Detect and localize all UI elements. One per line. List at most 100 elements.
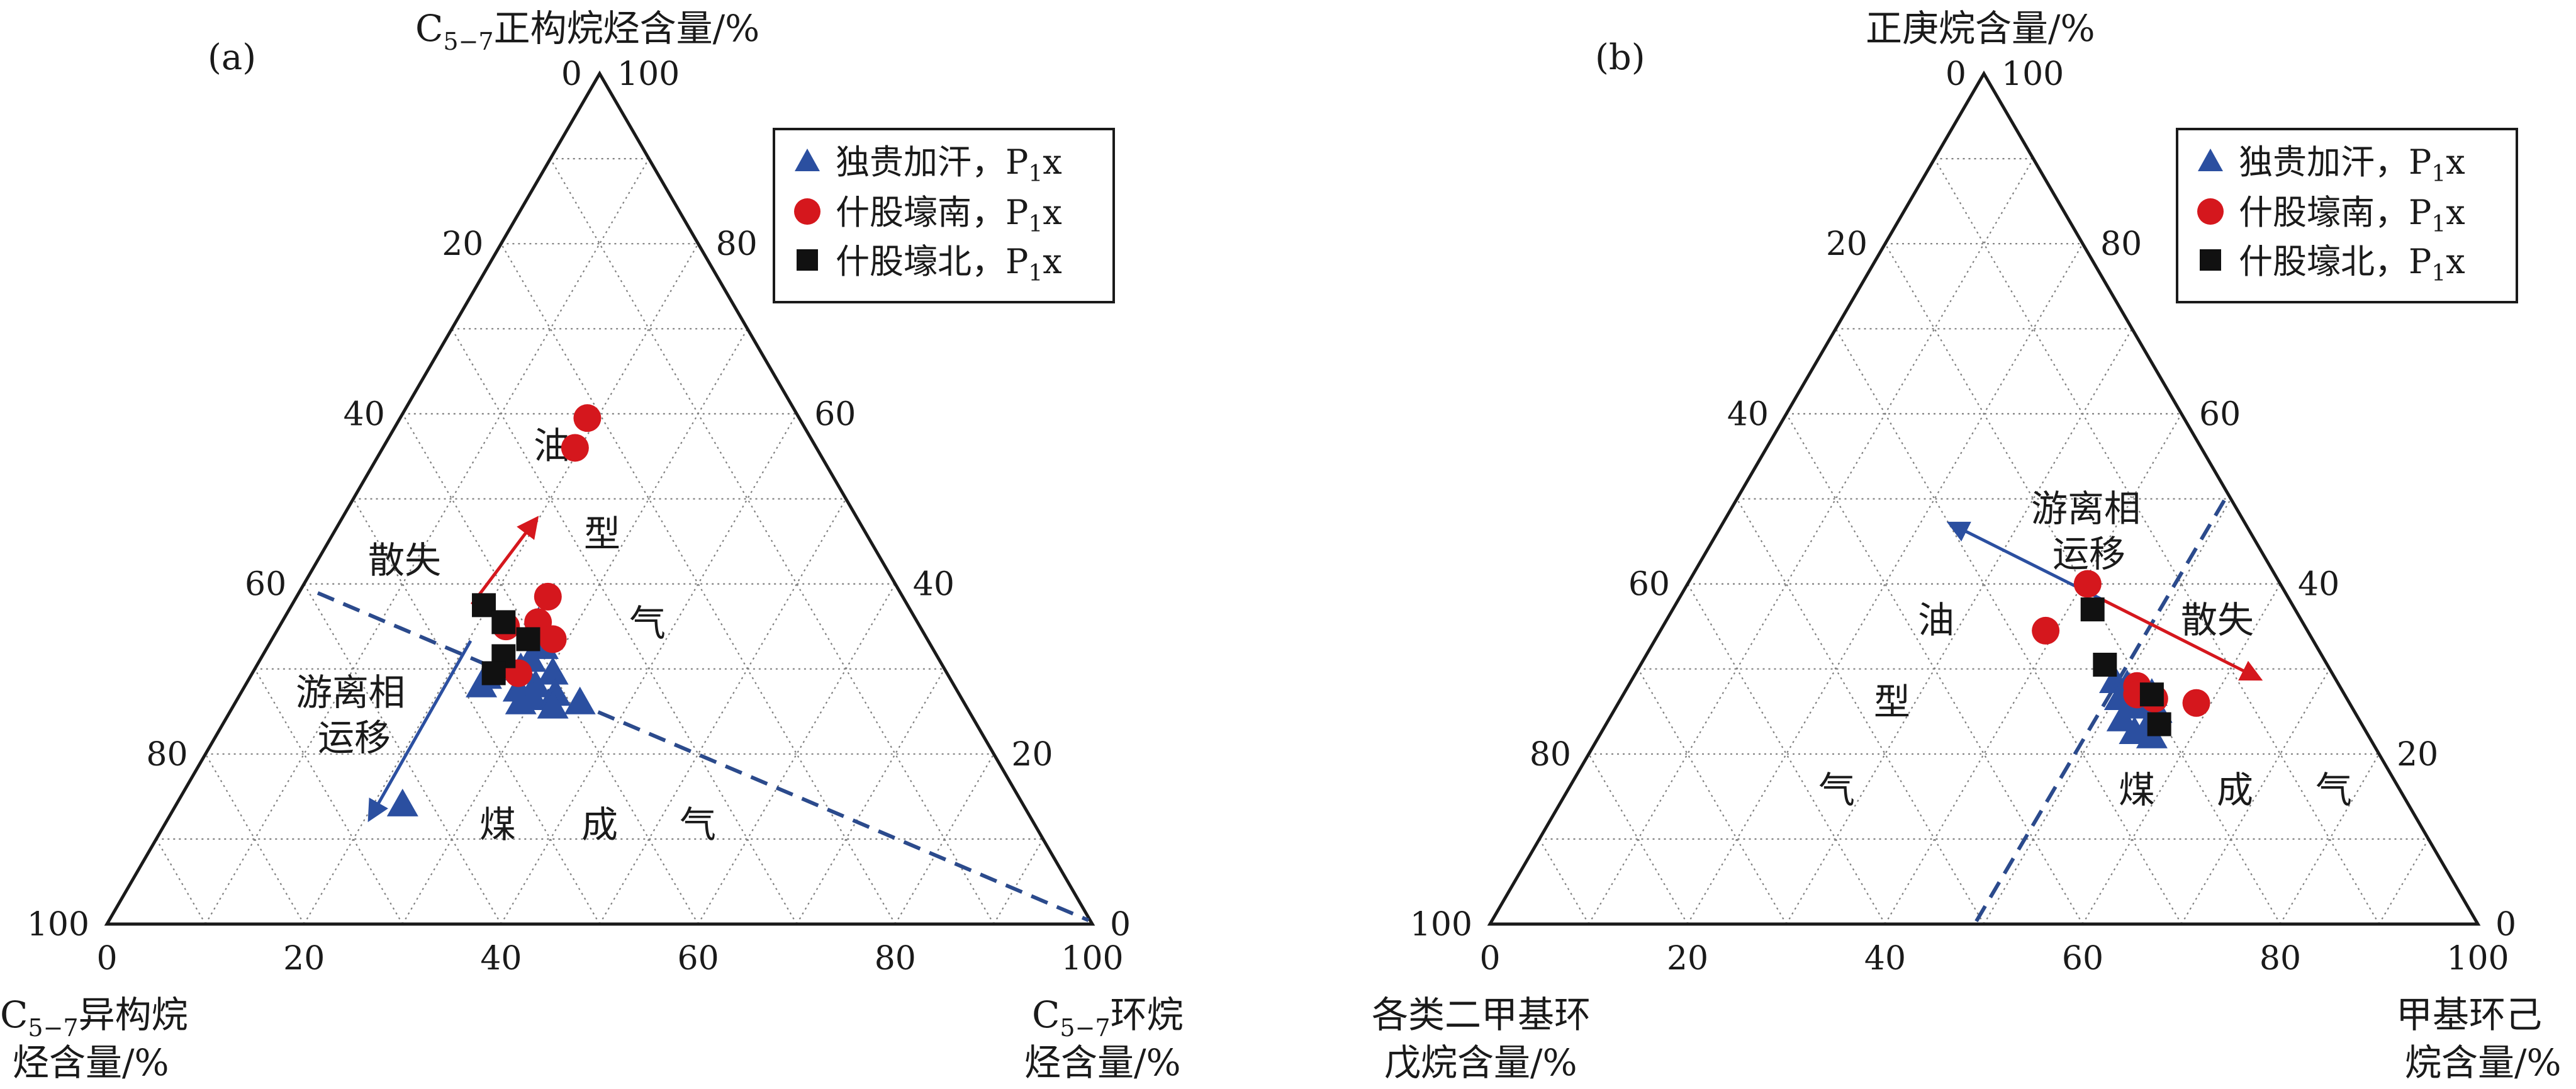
- tick-label-right-edge: 60: [814, 395, 856, 433]
- tick-label-left-edge: 40: [1727, 395, 1769, 433]
- left-axis-title-b: 各类二甲基环: [1372, 993, 1591, 1036]
- tick-label-left-edge: 100: [27, 906, 89, 944]
- top-axis-title-b: 正庚烷含量/%: [1866, 7, 2095, 50]
- legend-triangle-marker-b: [2198, 149, 2223, 171]
- tick-label-bottom: 20: [283, 940, 325, 978]
- data-point-circle: [534, 582, 562, 611]
- divider-line-a: [316, 591, 1090, 922]
- right-axis-title-line2-a: 烃含量/%: [1024, 1041, 1181, 1084]
- tick-label-right-edge: 40: [2298, 566, 2339, 604]
- tick-label-bottom: 60: [2062, 940, 2103, 978]
- tick-label-bottom: 80: [875, 940, 916, 978]
- grid-line: [1588, 158, 2034, 925]
- data-point-triangle: [537, 691, 569, 719]
- tick-label-left-edge: 20: [1826, 225, 1868, 263]
- data-point-triangle: [466, 669, 498, 697]
- grid-line: [1736, 498, 1985, 925]
- legend-square-marker-a: [797, 249, 818, 271]
- tick-label-right-edge: 40: [913, 566, 955, 604]
- tick-label-left-edge: 40: [344, 395, 385, 433]
- grid-line: [1538, 838, 1589, 925]
- grid-line: [796, 669, 946, 925]
- grid-line: [1835, 328, 2182, 925]
- grid-line: [451, 328, 798, 925]
- grid-line: [204, 158, 650, 925]
- grid-b: [1538, 158, 2429, 925]
- data-point-circle: [539, 625, 567, 653]
- grid-line: [2378, 838, 2429, 925]
- grid-line: [352, 498, 600, 925]
- arrow-migration-a: [367, 640, 473, 823]
- panel-label-a: (a): [208, 37, 256, 78]
- legend-square-marker-b: [2200, 249, 2221, 271]
- marks-b: [2032, 570, 2210, 748]
- data-point-square: [2139, 682, 2164, 707]
- tick-label-left-edge: 20: [442, 225, 483, 263]
- panel-b: (b) 正庚烷含量/% 各类二甲基环 戊烷含量/% 甲基环己 烷含量/% 油 型…: [1372, 7, 2562, 1084]
- zone-label-b-6: 气: [2316, 769, 2352, 811]
- tick-label-right-edge: 80: [2100, 225, 2142, 263]
- left-axis-title-a: C5−7异构烷: [0, 993, 188, 1042]
- data-point-square: [2080, 597, 2105, 622]
- legend-label-b-1: 独贵加汗，P1x: [2239, 142, 2465, 187]
- data-point-square: [481, 661, 506, 686]
- legend-a: 独贵加汗，P1x 什股壕南，P1x 什股壕北，P1x: [773, 128, 1115, 303]
- legend-label-a-1: 独贵加汗，P1x: [836, 142, 1062, 187]
- tick-label-bottom: 0: [96, 940, 117, 978]
- annotation-migration-b-2: 运移: [2052, 533, 2125, 575]
- tick-label-left-edge: 0: [1946, 55, 1966, 93]
- tick-label-bottom: 80: [2260, 940, 2301, 978]
- zone-label-b-5: 成: [2217, 769, 2253, 811]
- tick-label-right-edge: 60: [2199, 395, 2241, 433]
- grid-line: [500, 413, 798, 925]
- right-axis-title-b: 甲基环己: [2396, 993, 2542, 1036]
- zone-label-a-3: 气: [629, 602, 666, 645]
- data-point-triangle: [537, 657, 569, 685]
- tick-label-right-edge: 0: [1110, 906, 1131, 944]
- tick-label-right-edge: 0: [2495, 906, 2516, 944]
- grid-line: [1637, 669, 1787, 925]
- data-point-square: [2093, 652, 2117, 677]
- tick-label-bottom: 40: [1864, 940, 1906, 978]
- annotation-dispersion-a: 散失: [368, 539, 441, 582]
- panel-label-b: (b): [1595, 37, 1645, 78]
- data-point-triangle: [505, 686, 537, 714]
- top-axis-title-a: C5−7正构烷烃含量/%: [415, 7, 759, 55]
- data-point-circle: [561, 434, 589, 462]
- tick-label-right-edge: 20: [1011, 736, 1053, 774]
- data-point-circle: [2032, 616, 2060, 645]
- tick-label-right-edge: 100: [2002, 55, 2064, 93]
- zone-label-b-3: 气: [1818, 769, 1855, 811]
- legend-label-a-3: 什股壕北，P1x: [836, 242, 1062, 286]
- right-axis-title-a: C5−7环烷: [1032, 993, 1184, 1042]
- tick-label-bottom: 40: [480, 940, 522, 978]
- grid-line: [599, 498, 847, 925]
- left-axis-title-line2-b: 戊烷含量/%: [1384, 1041, 1577, 1084]
- grid-line: [254, 669, 403, 925]
- data-point-circle: [2073, 570, 2102, 598]
- left-axis-title-line2-a: 烃含量/%: [13, 1041, 169, 1084]
- legend-circle-marker-b: [2197, 198, 2224, 225]
- right-axis-title-line2-b: 烷含量/%: [2405, 1041, 2562, 1084]
- grid-line: [549, 158, 995, 925]
- tick-label-left-edge: 80: [146, 736, 188, 774]
- legend-circle-marker-a: [794, 198, 820, 225]
- data-point-circle: [2182, 689, 2210, 717]
- data-point-triangle: [564, 686, 596, 714]
- tick-label-left-edge: 0: [561, 55, 582, 93]
- tick-label-left-edge: 60: [245, 566, 286, 604]
- panel-a: (a) C5−7正构烷烃含量/% C5−7异构烷 烃含量/% C5−7环烷 烃含…: [0, 7, 1184, 1084]
- tick-label-bottom: 60: [678, 940, 719, 978]
- tick-label-bottom: 20: [1667, 940, 1708, 978]
- data-point-square: [516, 627, 540, 652]
- arrow-dispersion-b: [2100, 597, 2263, 681]
- data-point-circle: [573, 404, 602, 432]
- legend-triangle-marker-a: [795, 149, 820, 171]
- legend-label-a-2: 什股壕南，P1x: [836, 193, 1062, 237]
- zone-label-a-5: 成: [581, 803, 618, 846]
- grid-line: [993, 838, 1044, 925]
- zone-label-b-4: 煤: [2119, 769, 2155, 811]
- grid-line: [155, 838, 206, 925]
